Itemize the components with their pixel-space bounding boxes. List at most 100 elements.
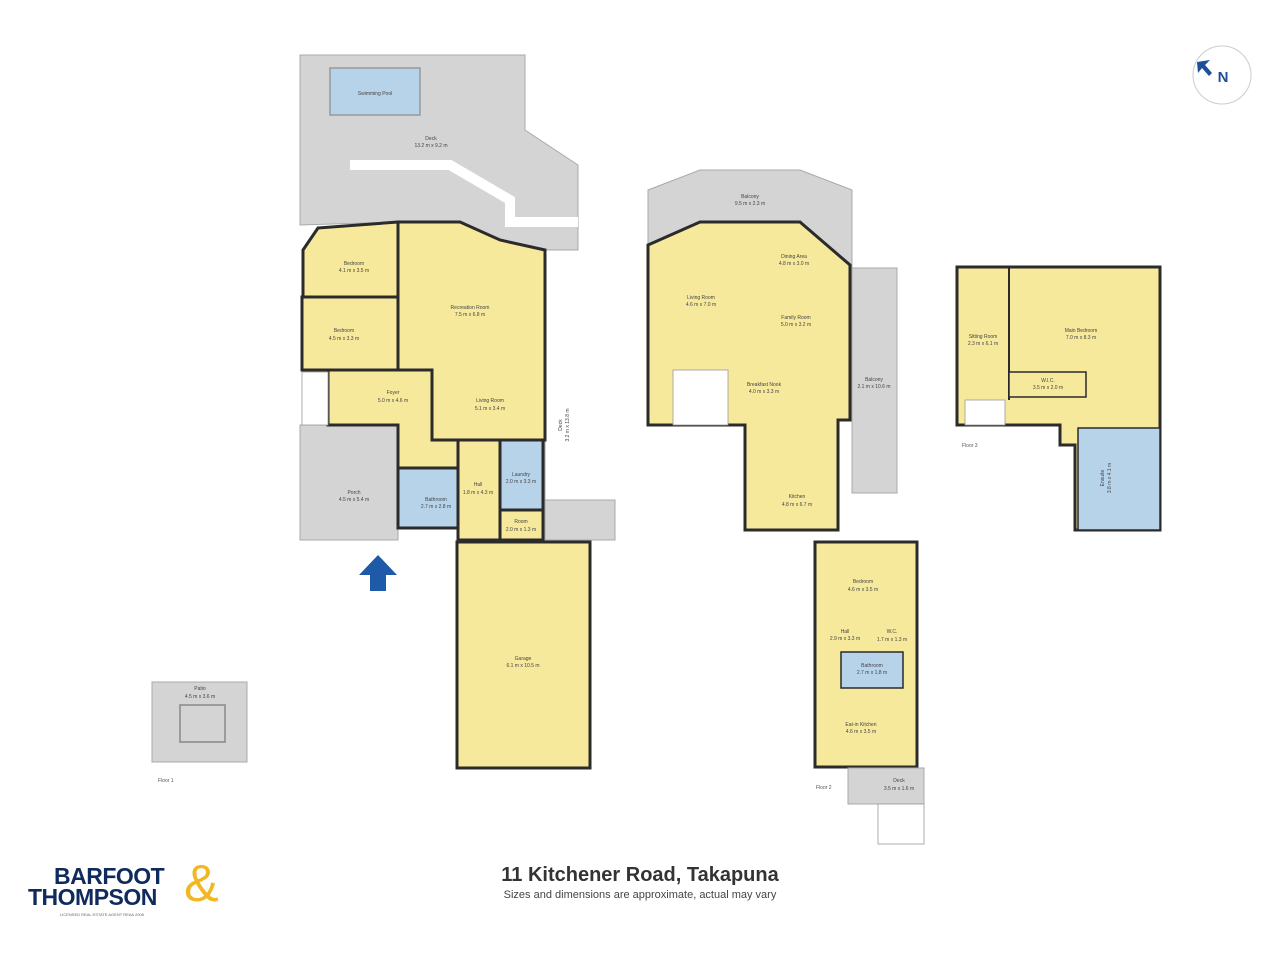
size-wc: 1.7 m x 1.3 m bbox=[877, 637, 907, 643]
size-deck-2: 3.5 m x 1.6 m bbox=[884, 786, 914, 792]
size-living-1: 5.1 m x 3.4 m bbox=[475, 406, 505, 412]
size-bathroom-2: 2.7 m x 1.8 m bbox=[857, 670, 887, 676]
size-side-deck: 3.2 m x 13.8 m bbox=[565, 408, 571, 441]
patio-inner-square bbox=[179, 704, 226, 743]
label-foyer: Foyer bbox=[387, 390, 400, 396]
label-wc: W.C. bbox=[887, 629, 898, 635]
bedroom-1 bbox=[301, 220, 400, 299]
stairs-floor-2 bbox=[672, 369, 729, 426]
laundry bbox=[498, 438, 545, 512]
size-foyer: 5.0 m x 4.6 m bbox=[378, 398, 408, 404]
size-eatin: 4.6 m x 3.5 m bbox=[846, 729, 876, 735]
brand-name: BARFOOT THOMPSON bbox=[28, 863, 165, 910]
floor-3-label: Floor 3 bbox=[962, 443, 978, 449]
label-hall-2: Hall bbox=[841, 629, 850, 635]
floor-1-label: Floor 1 bbox=[158, 778, 174, 784]
label-family: Family Room bbox=[781, 315, 810, 321]
size-ensuite: 3.8 m x 4.1 m bbox=[1107, 463, 1113, 493]
compass: N bbox=[1192, 45, 1252, 105]
label-deck-2: Deck bbox=[893, 778, 905, 784]
porch-area bbox=[299, 424, 399, 541]
deck-floor-2 bbox=[847, 767, 925, 805]
label-wic: W.I.C. bbox=[1041, 378, 1055, 384]
size-breakfast: 4.0 m x 3.3 m bbox=[749, 389, 779, 395]
label-patio: Patio bbox=[194, 686, 206, 692]
disclaimer: Sizes and dimensions are approximate, ac… bbox=[503, 889, 777, 901]
entrance-arrow-icon bbox=[359, 555, 397, 591]
label-hall-1: Hall bbox=[474, 482, 483, 488]
size-bedroom-3: 4.6 m x 3.5 m bbox=[848, 587, 878, 593]
stairs-floor-1 bbox=[301, 371, 329, 426]
size-wic: 3.5 m x 2.0 m bbox=[1033, 385, 1063, 391]
size-family: 5.0 m x 3.2 m bbox=[781, 322, 811, 328]
size-patio: 4.5 m x 3.6 m bbox=[185, 694, 215, 700]
size-bedroom-1: 4.1 m x 3.5 m bbox=[339, 268, 369, 274]
bathroom-floor-2 bbox=[840, 651, 904, 689]
label-laundry: Laundry bbox=[512, 472, 531, 478]
label-bedroom-1: Bedroom bbox=[344, 261, 364, 267]
walk-in-closet bbox=[1008, 371, 1087, 398]
balcony-side bbox=[851, 267, 898, 494]
label-living-1: Living Room bbox=[476, 398, 504, 404]
label-balcony-side: Balcony bbox=[865, 377, 883, 383]
property-address: 11 Kitchener Road, Takapuna bbox=[501, 864, 779, 886]
ensuite bbox=[1077, 427, 1161, 531]
label-living-2: Living Room bbox=[687, 295, 715, 301]
size-deck: 13.2 m x 9.2 m bbox=[414, 143, 447, 149]
size-recreation: 7.5 m x 6.8 m bbox=[455, 312, 485, 318]
swimming-pool bbox=[329, 67, 421, 116]
label-porch: Porch bbox=[347, 490, 360, 496]
compass-north-label: N bbox=[1218, 69, 1229, 86]
stairs-floor-3 bbox=[964, 399, 1006, 426]
label-recreation: Recreation Room bbox=[451, 305, 490, 311]
label-side-deck: Deck bbox=[558, 419, 564, 431]
label-eatin: Eat-in Kitchen bbox=[845, 722, 876, 728]
garage bbox=[455, 540, 592, 770]
bathroom-floor-1 bbox=[396, 466, 460, 530]
size-kitchen: 4.8 m x 6.7 m bbox=[782, 502, 812, 508]
size-room: 2.0 m x 1.3 m bbox=[506, 527, 536, 533]
floor-3: Sitting Room 2.3 m x 6.1 m Main Bedroom … bbox=[955, 265, 1162, 532]
floor-2: Balcony 9.5 m x 2.3 m Dining Area 4.8 m … bbox=[646, 169, 925, 845]
label-sitting: Sitting Room bbox=[969, 334, 998, 340]
patio-area bbox=[151, 681, 248, 763]
side-deck-label: Deck 3.2 m x 13.8 m bbox=[558, 408, 571, 441]
label-balcony-top: Balcony bbox=[741, 194, 759, 200]
label-bedroom-2: Bedroom bbox=[334, 328, 354, 334]
size-laundry: 2.0 m x 3.3 m bbox=[506, 479, 536, 485]
size-balcony-side: 2.1 m x 10.6 m bbox=[857, 384, 890, 390]
brand-line-1: BARFOOT bbox=[54, 863, 165, 889]
size-balcony-top: 9.5 m x 2.3 m bbox=[735, 201, 765, 207]
label-bathroom-1: Bathroom bbox=[425, 497, 447, 503]
brand-license: LICENSED REAL ESTATE AGENT REAA 2008 bbox=[60, 912, 144, 917]
size-bathroom-1: 2.7 m x 2.8 m bbox=[421, 504, 451, 510]
brand-line-2: THOMPSON bbox=[28, 884, 157, 910]
size-main-bedroom: 7.0 m x 8.3 m bbox=[1066, 335, 1096, 341]
floor-1: Swimming Pool Deck 13.2 m x 9.2 m Bedroo… bbox=[151, 54, 616, 784]
label-kitchen: Kitchen bbox=[789, 494, 806, 500]
label-ensuite: Ensuite bbox=[1100, 469, 1106, 486]
brand-ampersand: & bbox=[184, 855, 219, 913]
size-porch: 4.5 m x 5.4 m bbox=[339, 497, 369, 503]
size-living-2: 4.6 m x 7.0 m bbox=[686, 302, 716, 308]
deck-path bbox=[350, 160, 578, 227]
label-room: Room bbox=[514, 519, 527, 525]
room-small bbox=[498, 508, 545, 542]
size-hall-2: 2.9 m x 3.3 m bbox=[830, 636, 860, 642]
label-bathroom-2: Bathroom bbox=[861, 663, 883, 669]
deck-stairs bbox=[877, 803, 925, 845]
label-dining: Dining Area bbox=[781, 254, 807, 260]
label-breakfast: Breakfast Nook bbox=[747, 382, 782, 388]
north-arrow-icon bbox=[1197, 60, 1212, 76]
size-dining: 4.8 m x 3.0 m bbox=[779, 261, 809, 267]
size-hall-1: 1.8 m x 4.3 m bbox=[463, 490, 493, 496]
label-garage: Garage bbox=[515, 656, 532, 662]
ensuite-label: Ensuite 3.8 m x 4.1 m bbox=[1100, 463, 1113, 493]
size-bedroom-2: 4.5 m x 3.3 m bbox=[329, 336, 359, 342]
size-sitting: 2.3 m x 6.1 m bbox=[968, 341, 998, 347]
label-bedroom-3: Bedroom bbox=[853, 579, 873, 585]
size-garage: 6.1 m x 10.5 m bbox=[506, 663, 539, 669]
label-main-bedroom: Main Bedroom bbox=[1065, 328, 1098, 334]
label-pool: Swimming Pool bbox=[358, 91, 392, 97]
